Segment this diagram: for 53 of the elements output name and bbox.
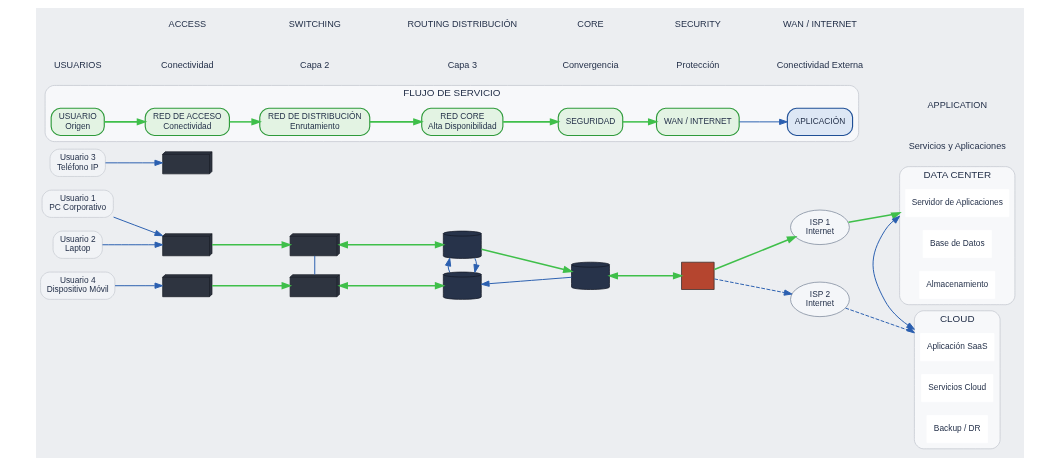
label: APPLICATION	[927, 100, 987, 111]
label: ACCESS	[168, 19, 206, 30]
node-ellipse: ISP 2 Internet	[789, 281, 850, 317]
arrow	[847, 212, 902, 224]
arrow	[228, 118, 262, 126]
label: Protección	[675, 60, 719, 71]
node-box: RED DE ACCESO Conectividad	[144, 107, 230, 137]
label: Capa 2	[299, 60, 329, 71]
arrow	[114, 282, 163, 289]
node-box: Usuario 3 Teléfono IP	[49, 148, 106, 177]
node-box: WAN / INTERNET	[655, 107, 740, 137]
arrow	[444, 257, 451, 273]
node-box: Usuario 2 Laptop	[52, 230, 103, 259]
arrow	[112, 216, 163, 237]
node-box: RED DE DISTRIBUCIÓN Enrutamiento	[258, 107, 370, 137]
label: ROUTING DISTRIBUCIÓN	[406, 19, 517, 30]
label: WAN / INTERNET	[782, 19, 857, 30]
arrow	[713, 236, 797, 271]
arrow	[336, 282, 445, 290]
arrow	[104, 159, 163, 166]
node-box: SEGURIDAD	[557, 107, 623, 137]
node-box: Usuario 1 PC Corporativo	[41, 189, 114, 218]
node-box: Usuario 4 Dispositivo Móvil	[39, 271, 115, 300]
arrow	[101, 241, 163, 248]
node-box: USUARIO Origen	[50, 107, 105, 137]
node-ellipse: ISP 1 Internet	[789, 209, 850, 245]
label: Convergencia	[561, 60, 619, 71]
label: USUARIOS	[53, 60, 101, 71]
arrow	[210, 282, 292, 290]
connector	[313, 255, 315, 275]
arrow	[480, 248, 574, 273]
label: SWITCHING	[288, 19, 341, 30]
arrow	[472, 257, 480, 273]
node-box: APLICACIÓN	[786, 107, 853, 137]
arrow	[713, 278, 792, 296]
arrow	[738, 118, 788, 126]
node-firewall	[680, 261, 714, 290]
label: Conectividad Externa	[776, 60, 863, 71]
label: Servicios y Aplicaciones	[908, 141, 1006, 152]
arrow	[872, 215, 915, 330]
label: Capa 3	[447, 60, 477, 71]
label: Conectividad	[160, 60, 214, 71]
arrow	[480, 276, 572, 287]
arrow	[103, 118, 147, 126]
label: CORE	[576, 19, 604, 30]
arrow	[501, 118, 560, 126]
arrow	[368, 118, 424, 126]
arrow	[621, 118, 659, 126]
arrow	[606, 272, 684, 280]
arrow	[210, 241, 292, 249]
arrow	[336, 241, 445, 249]
node-box: RED CORE Alta Disponibilidad	[420, 107, 503, 137]
label: SECURITY	[674, 19, 721, 30]
